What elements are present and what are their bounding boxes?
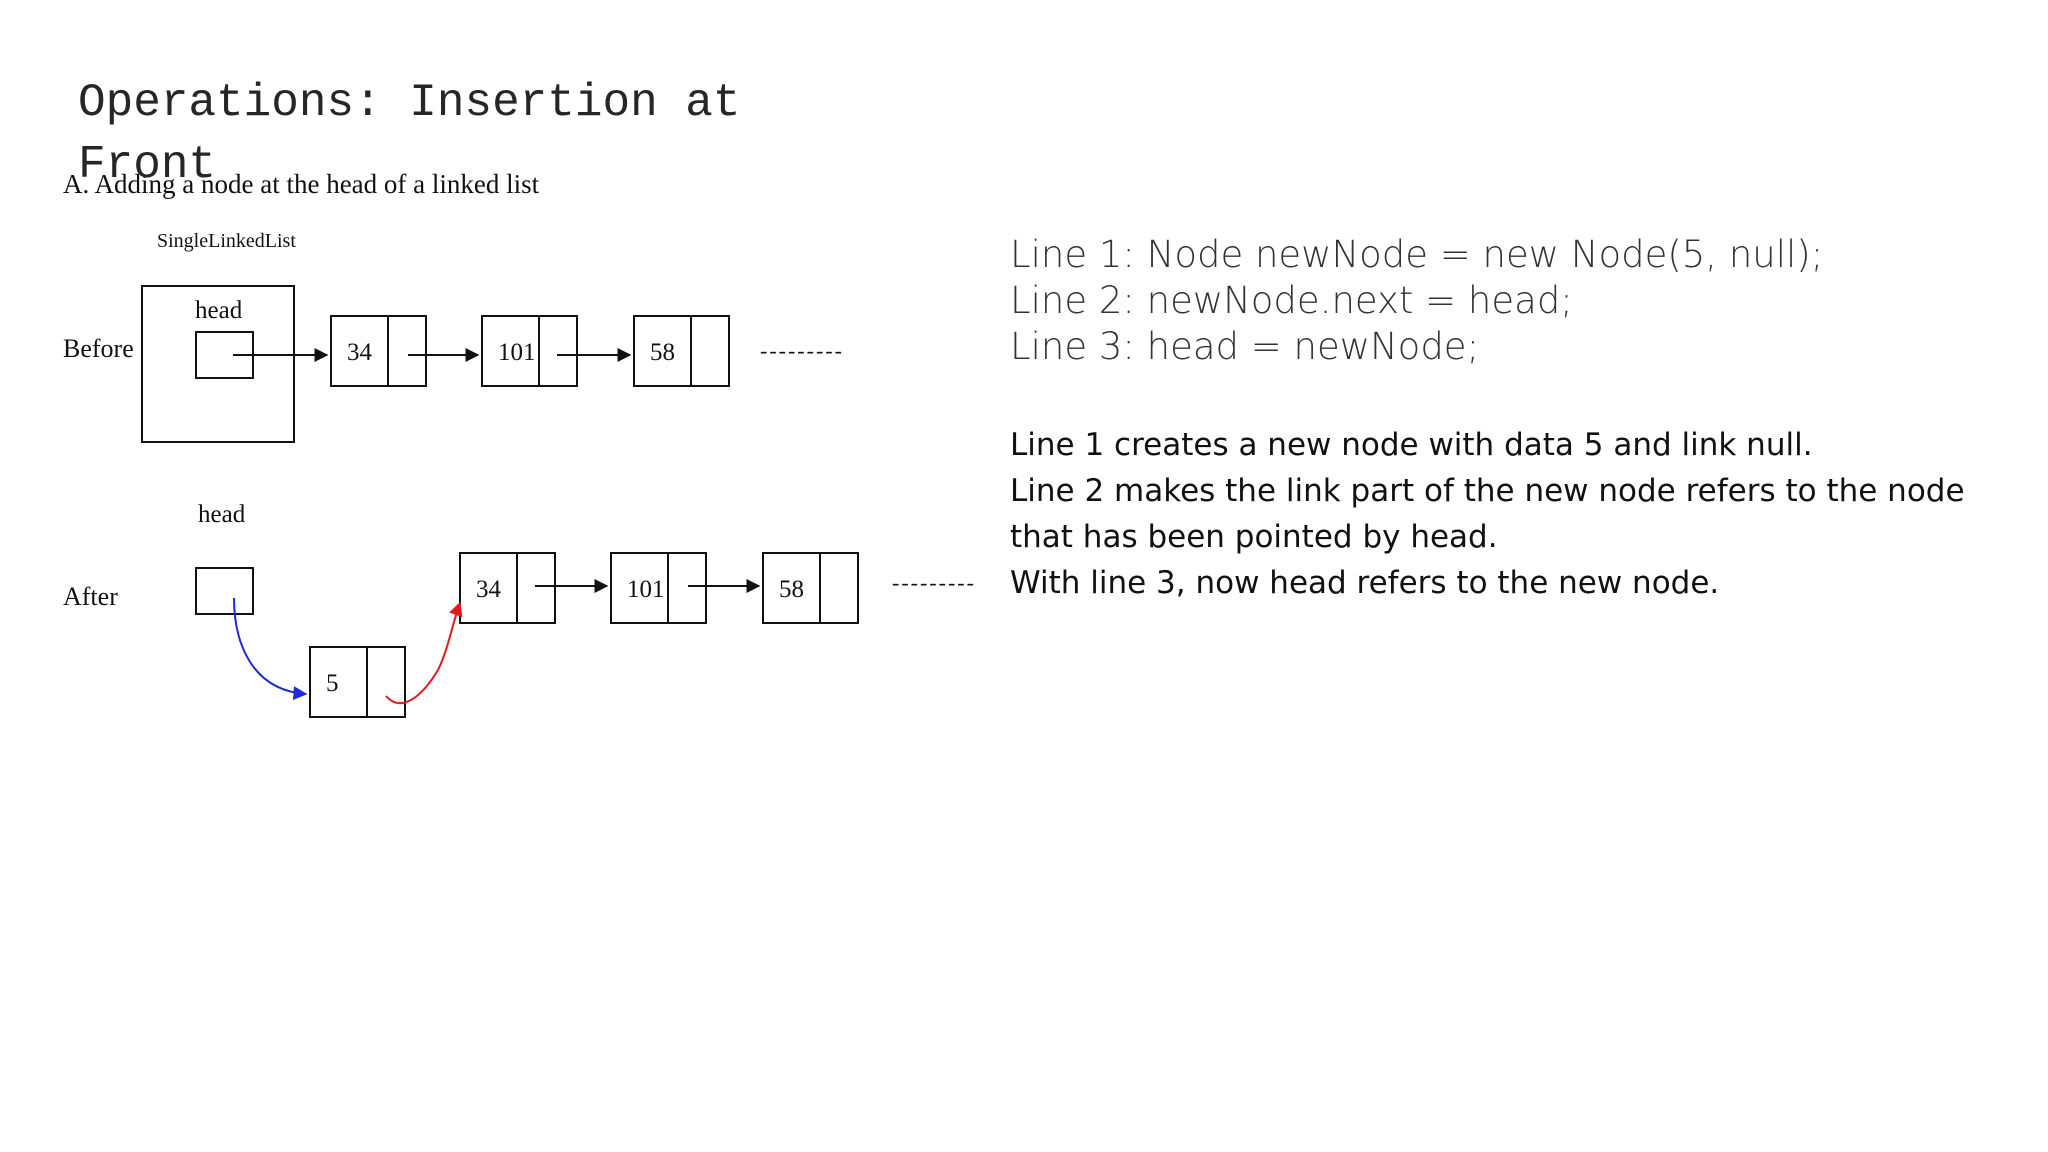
before-label: Before [63,334,134,363]
continuation-before: --------- [760,338,844,363]
head-pointer-after [195,567,254,615]
node-value: 101 [627,576,665,603]
head-label-before: head [195,297,243,324]
explanation: Line 1 creates a new node with data 5 an… [1010,422,2030,606]
before-node-58: 58 [633,315,730,387]
continuation-after: --------- [892,570,976,595]
linked-list-diagram: A. Adding a node at the head of a linked… [63,169,976,718]
explanation-line-1: Line 1 creates a new node with data 5 an… [1010,427,1813,463]
list-container [141,285,295,443]
diagram-heading: A. Adding a node at the head of a linked… [63,169,540,199]
class-label: SingleLinkedList [157,230,296,252]
node-value: 58 [779,576,804,603]
head-label-after: head [198,501,246,528]
node-value: 34 [347,339,373,366]
after-label: After [63,582,118,611]
after-node-34: 34 [459,552,556,624]
node-value: 101 [498,339,536,366]
new-node-5: 5 [309,646,406,718]
code-line-3: Line 3: head = newNode; [1010,325,1480,368]
after-node-58: 58 [762,552,859,624]
slide-title: Operations: Insertion at Front [78,77,741,191]
code-line-2: Line 2: newNode.next = head; [1010,279,1573,322]
before-node-101: 101 [481,315,578,387]
after-node-101: 101 [610,552,707,624]
node-value: 34 [476,576,502,603]
code-line-1: Line 1: Node newNode = new Node(5, null)… [1010,233,1824,276]
code-block: Line 1: Node newNode = new Node(5, null)… [1010,232,1823,370]
node-value: 58 [650,339,675,366]
arrow-head-to-new-node [233,597,308,701]
before-node-34: 34 [330,315,427,387]
explanation-line-2: Line 2 makes the link part of the new no… [1010,473,1965,555]
arrow-new-node-to-34 [385,601,463,705]
node-value: 5 [326,670,339,697]
explanation-line-3: With line 3, now head refers to the new … [1010,565,1720,601]
